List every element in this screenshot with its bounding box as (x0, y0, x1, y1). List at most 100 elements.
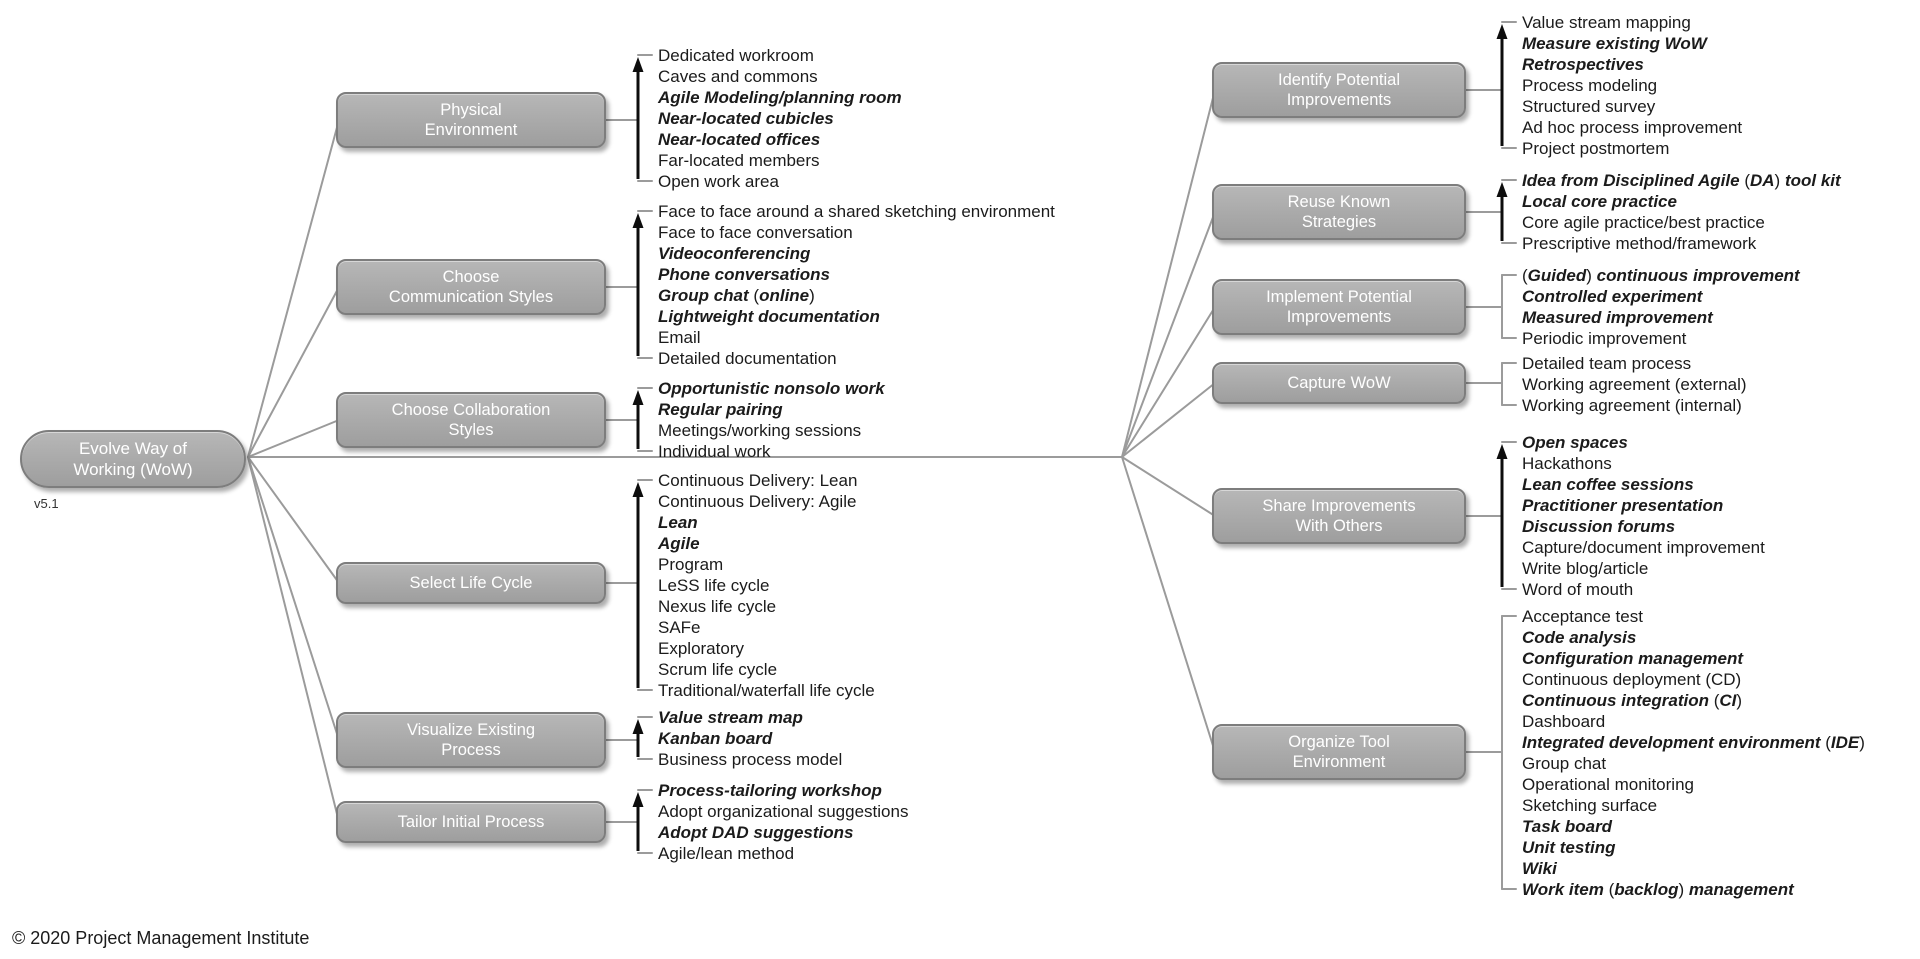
category-box-choose-collaboration-styles: Choose Collaboration Styles (336, 392, 606, 448)
list-item: Integrated development environment (IDE) (1522, 732, 1865, 752)
list-item: Lean (658, 512, 698, 532)
category-label-share-improvements-with-others: Share Improvements With Others (1262, 496, 1416, 535)
branch-line-choose-communication-styles (247, 286, 340, 458)
list-item: Continuous integration (CI) (1522, 690, 1743, 710)
list-item: Working agreement (internal) (1522, 395, 1742, 415)
rank-arrow-head-share-improvements-with-others (1496, 444, 1508, 459)
list-item: Word of mouth (1522, 579, 1634, 599)
list-item: Face to face conversation (658, 222, 853, 242)
list-item: Structured survey (1522, 96, 1656, 116)
category-label-identify-potential-improvements: Identify Potential Improvements (1278, 70, 1400, 109)
list-item: Dedicated workroom (658, 45, 814, 65)
category-box-share-improvements-with-others: Share Improvements With Others (1212, 488, 1466, 544)
list-item: Continuous Delivery: Lean (658, 470, 858, 490)
category-label-reuse-known-strategies: Reuse Known Strategies (1287, 192, 1391, 231)
list-item: Project postmortem (1522, 138, 1670, 158)
rank-arrow-head-identify-potential-improvements (1496, 24, 1508, 39)
root-node-box: Evolve Way of Working (WoW) (20, 430, 246, 488)
category-label-choose-communication-styles: Choose Communication Styles (388, 267, 554, 306)
list-item: Wiki (1522, 858, 1557, 878)
list-item: Measured improvement (1522, 307, 1713, 327)
category-label-choose-collaboration-styles: Choose Collaboration Styles (391, 400, 551, 439)
list-item: Adopt DAD suggestions (658, 822, 854, 842)
list-item: Continuous deployment (CD) (1522, 669, 1742, 689)
list-item: Practitioner presentation (1522, 495, 1724, 515)
category-label-select-life-cycle: Select Life Cycle (409, 573, 533, 592)
list-item: Open work area (658, 171, 779, 191)
list-item: Write blog/article (1522, 558, 1649, 578)
list-item: Adopt organizational suggestions (658, 801, 909, 821)
list-item: Unit testing (1522, 837, 1616, 857)
list-item: Exploratory (658, 638, 744, 658)
list-item: Videoconferencing (658, 243, 811, 263)
branch-line-capture-wow (1121, 382, 1216, 458)
list-item: Business process model (658, 749, 843, 769)
rank-arrow-head-tailor-initial-process (632, 792, 644, 807)
list-item: Nexus life cycle (658, 596, 777, 616)
category-box-organize-tool-environment: Organize Tool Environment (1212, 724, 1466, 780)
list-item: Meetings/working sessions (658, 420, 862, 440)
list-item: Work item (backlog) management (1522, 879, 1794, 899)
category-box-reuse-known-strategies: Reuse Known Strategies (1212, 184, 1466, 240)
branch-line-select-life-cycle (247, 456, 340, 584)
list-item: Sketching surface (1522, 795, 1658, 815)
list-item: Regular pairing (658, 399, 783, 419)
list-item: Phone conversations (658, 264, 830, 284)
list-item: Periodic improvement (1522, 328, 1687, 348)
list-item: Controlled experiment (1522, 286, 1703, 306)
list-item: Configuration management (1522, 648, 1744, 668)
category-label-visualize-existing-process: Visualize Existing Process (406, 720, 536, 759)
branch-line-share-improvements-with-others (1121, 456, 1216, 517)
list-item: Lean coffee sessions (1522, 474, 1694, 494)
list-item: Discussion forums (1522, 516, 1676, 536)
list-item: Program (658, 554, 724, 574)
list-item: Email (658, 327, 701, 347)
list-item: Task board (1522, 816, 1613, 836)
list-item: Code analysis (1522, 627, 1637, 647)
branch-line-physical-environment (247, 119, 340, 458)
list-item: Acceptance test (1522, 606, 1643, 626)
list-item: LeSS life cycle (658, 575, 770, 595)
list-item: Far-located members (658, 150, 820, 170)
list-item: Prescriptive method/framework (1522, 233, 1757, 253)
list-item: Lightweight documentation (658, 306, 880, 326)
list-item: Caves and commons (658, 66, 818, 86)
list-item: Individual work (658, 441, 771, 461)
list-item: Group chat (online) (658, 285, 815, 305)
branch-line-organize-tool-environment (1121, 456, 1216, 753)
list-item: Dashboard (1522, 711, 1606, 731)
list-item: Measure existing WoW (1522, 33, 1707, 53)
list-item: Group chat (1522, 753, 1607, 773)
list-item: Core agile practice/best practice (1522, 212, 1765, 232)
category-box-capture-wow: Capture WoW (1212, 362, 1466, 404)
rank-arrow-head-reuse-known-strategies (1496, 182, 1508, 197)
list-item: Face to face around a shared sketching e… (658, 201, 1055, 221)
category-box-identify-potential-improvements: Identify Potential Improvements (1212, 62, 1466, 118)
list-item: Agile/lean method (658, 843, 795, 863)
item-list-reuse-known-strategies: Idea from Disciplined Agile (DA) tool ki… (1522, 170, 1841, 254)
rank-arrow-head-choose-collaboration-styles (632, 390, 644, 405)
branch-line-choose-collaboration-styles (247, 419, 340, 458)
category-box-select-life-cycle: Select Life Cycle (336, 562, 606, 604)
list-item: Near-located offices (658, 129, 821, 149)
category-label-organize-tool-environment: Organize Tool Environment (1288, 732, 1390, 771)
list-item: Hackathons (1522, 453, 1612, 473)
category-box-tailor-initial-process: Tailor Initial Process (336, 801, 606, 843)
list-item: Value stream map (658, 707, 803, 727)
list-item: Capture/document improvement (1522, 537, 1765, 557)
list-item: Scrum life cycle (658, 659, 778, 679)
root-node-label: Evolve Way of Working (WoW) (73, 438, 193, 479)
list-item: Near-located cubicles (658, 108, 834, 128)
rank-arrow-head-select-life-cycle (632, 482, 644, 497)
list-item: Ad hoc process improvement (1522, 117, 1743, 137)
category-label-tailor-initial-process: Tailor Initial Process (397, 812, 545, 831)
list-item: Process modeling (1522, 75, 1658, 95)
list-item: Open spaces (1522, 432, 1628, 452)
